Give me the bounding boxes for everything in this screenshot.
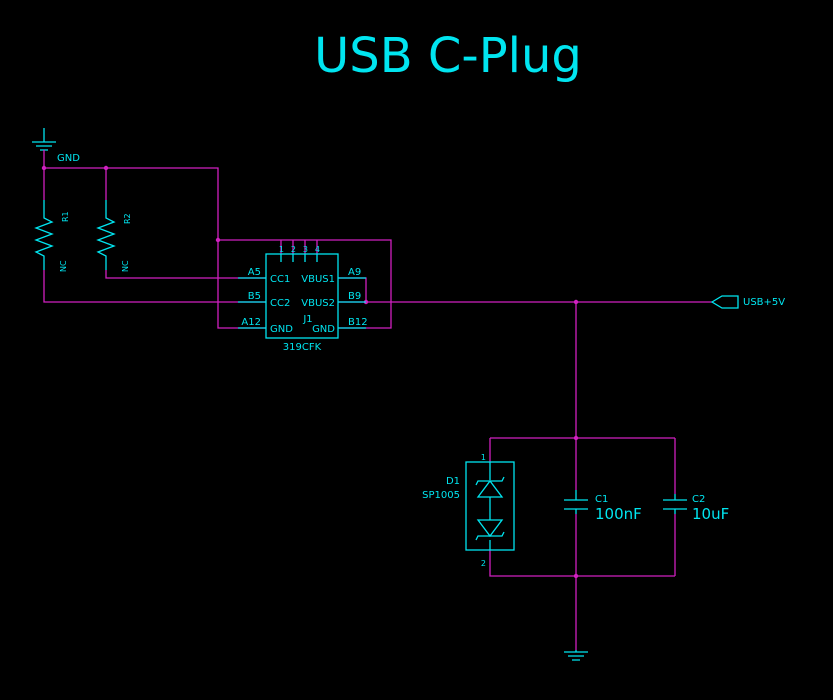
wires xyxy=(43,167,712,650)
j1-name-vbus1: VBUS1 xyxy=(301,274,335,285)
connector-j1 xyxy=(238,253,366,339)
resistor-r1 xyxy=(34,200,54,270)
ground-symbol-top xyxy=(32,128,56,168)
j1-pin-4: 4 xyxy=(315,245,320,254)
capacitor-c2 xyxy=(663,494,687,514)
d1-pin-1: 1 xyxy=(481,453,486,462)
d1-ref: D1 xyxy=(446,476,460,487)
j1-name-cc1: CC1 xyxy=(270,274,290,285)
usb5v-net-label: USB+5V xyxy=(743,297,785,308)
j1-pin-b12: B12 xyxy=(348,317,368,328)
j1-part: 319CFK xyxy=(283,342,322,353)
gnd-net-label: GND xyxy=(57,153,80,164)
j1-name-cc2: CC2 xyxy=(270,298,290,309)
r1-value: NC xyxy=(59,260,68,272)
j1-pin-a12: A12 xyxy=(241,317,261,328)
c2-value: 10uF xyxy=(692,505,729,523)
j1-pin-1: 1 xyxy=(279,245,284,254)
j1-name-gnd-left: GND xyxy=(270,324,293,335)
resistor-r2 xyxy=(96,200,116,270)
usb5v-net-flag xyxy=(710,295,739,309)
j1-name-vbus2: VBUS2 xyxy=(301,298,335,309)
ground-symbol-bottom xyxy=(564,650,588,661)
j1-ref: J1 xyxy=(302,314,312,325)
d1-pin-2: 2 xyxy=(481,559,486,568)
j1-name-gnd-right: GND xyxy=(312,324,335,335)
junction-dots xyxy=(41,165,579,579)
diode-d1 xyxy=(465,461,515,551)
c1-value: 100nF xyxy=(595,505,642,523)
r1-ref: R1 xyxy=(61,211,70,222)
j1-pin-b9: B9 xyxy=(348,291,361,302)
c2-ref: C2 xyxy=(692,494,705,505)
d1-part: SP1005 xyxy=(422,490,460,501)
j1-pin-b5: B5 xyxy=(248,291,261,302)
r2-ref: R2 xyxy=(123,213,132,224)
r2-value: NC xyxy=(121,260,130,272)
capacitor-c1 xyxy=(564,490,588,514)
schematic-title: USB C-Plug xyxy=(314,28,582,84)
c1-ref: C1 xyxy=(595,494,608,505)
j1-pin-2: 2 xyxy=(291,245,296,254)
j1-pin-a9: A9 xyxy=(348,267,361,278)
j1-pin-a5: A5 xyxy=(248,267,261,278)
j1-pin-3: 3 xyxy=(303,245,308,254)
